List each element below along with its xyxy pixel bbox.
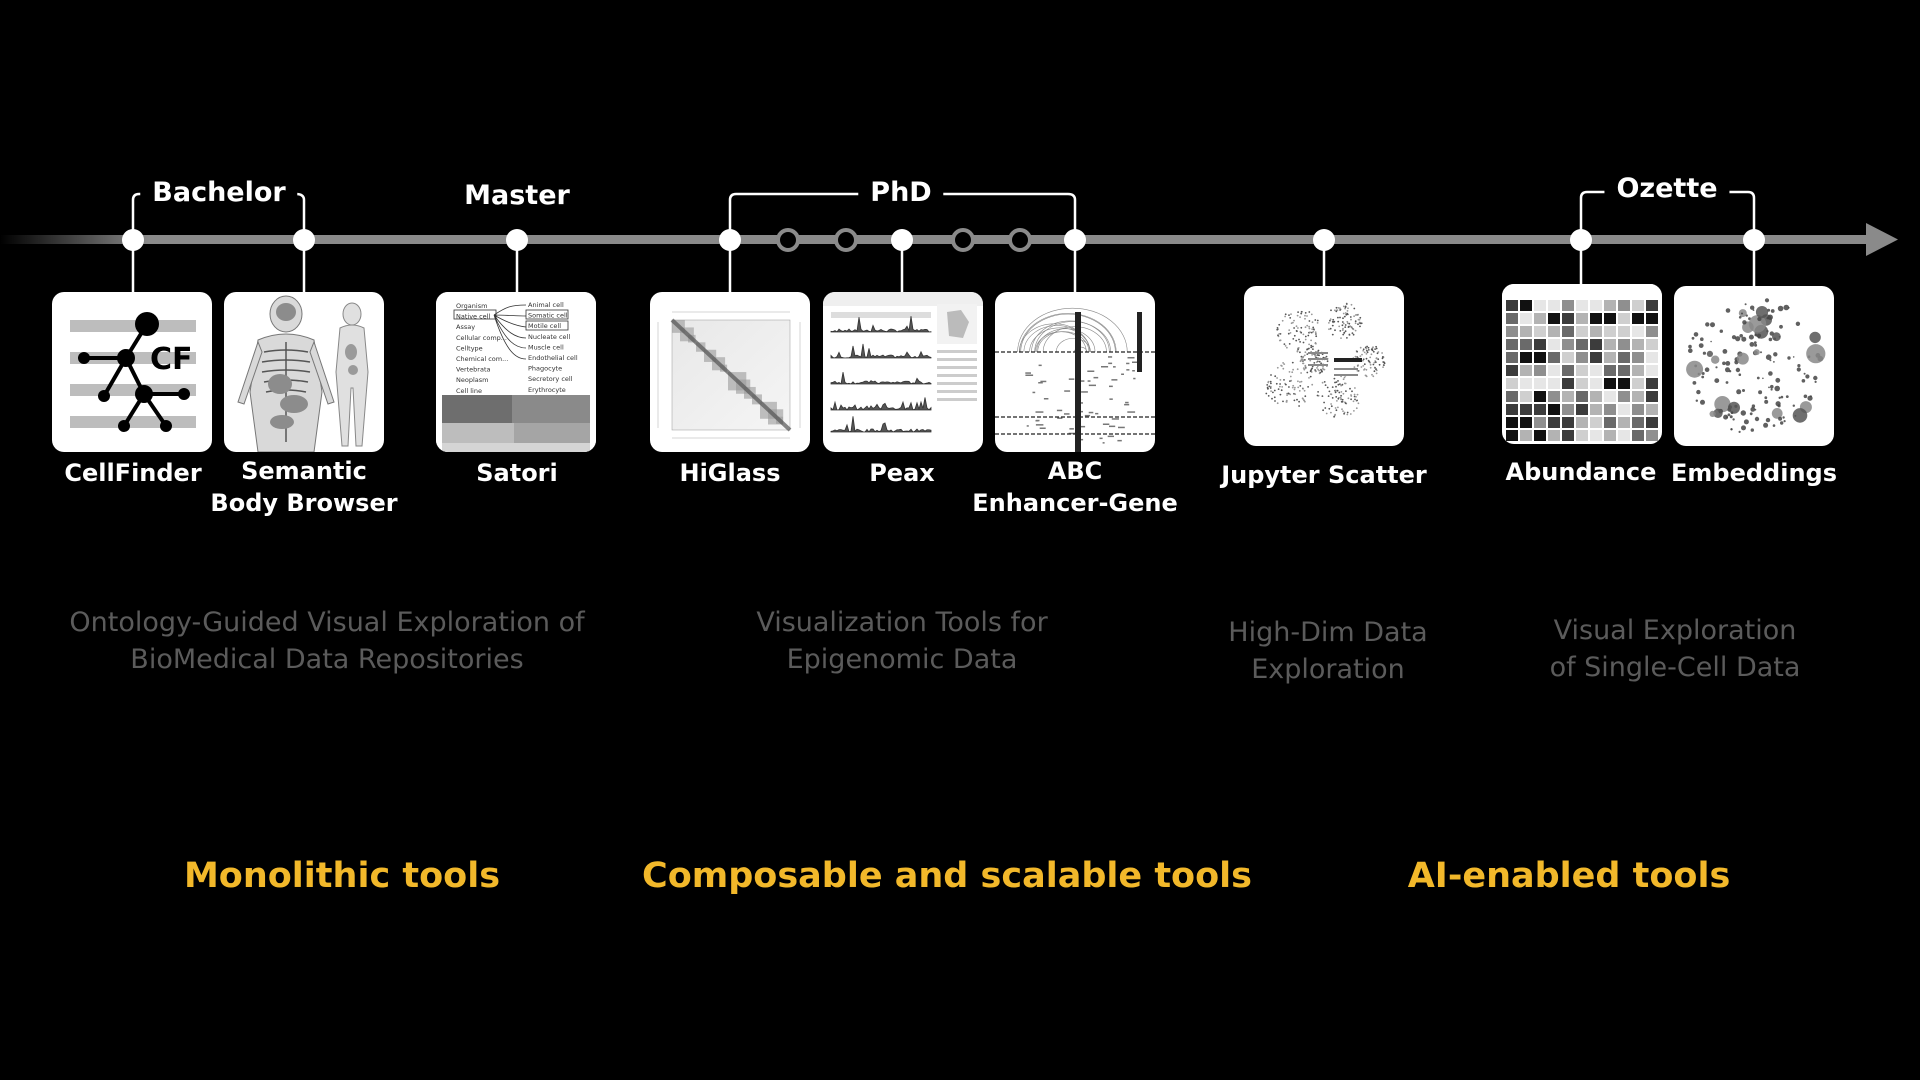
higlass-thumbnail[interactable] bbox=[650, 292, 810, 452]
satori-term: Neoplasm bbox=[456, 376, 488, 384]
satori-term: Assay bbox=[456, 323, 475, 331]
milestone-dot bbox=[1743, 229, 1765, 251]
cellfinder-thumbnail[interactable]: CF bbox=[52, 292, 212, 452]
category-ai: AI-enabled tools bbox=[1408, 856, 1731, 896]
satori-term: Secretory cell bbox=[528, 375, 573, 383]
category-composable: Composable and scalable tools bbox=[642, 856, 1252, 896]
peax-tracks-screenshot bbox=[823, 292, 983, 452]
milestone-dot bbox=[891, 229, 913, 251]
embedding-bubbles-screenshot bbox=[1674, 286, 1834, 446]
satori-term: Endothelial cell bbox=[528, 354, 578, 362]
satori-term: Phagocyte bbox=[528, 365, 562, 373]
peax-thumbnail[interactable] bbox=[823, 292, 983, 452]
milestone-dot bbox=[293, 229, 315, 251]
category-monolithic: Monolithic tools bbox=[184, 856, 500, 896]
satori-term: Vertebrata bbox=[456, 366, 490, 374]
abundance-heatmap-screenshot bbox=[1502, 284, 1662, 444]
scatter-embedding-screenshot bbox=[1244, 286, 1404, 446]
milestone-dot bbox=[1570, 229, 1592, 251]
milestone-dot bbox=[719, 229, 741, 251]
abc-arcs-screenshot bbox=[995, 292, 1155, 452]
satori-term: Celltype bbox=[456, 344, 483, 352]
jupyter-scatter-thumbnail[interactable] bbox=[1244, 286, 1404, 446]
abc-enhancer-gene-thumbnail[interactable] bbox=[995, 292, 1155, 452]
satori-term: Erythrocyte bbox=[528, 386, 566, 394]
satori-term: Cellular comp... bbox=[456, 334, 507, 342]
milestone-dot bbox=[1064, 229, 1086, 251]
anatomy-illustration-icon bbox=[224, 292, 384, 452]
satori-term: Organism bbox=[456, 302, 487, 310]
tool-label-jupyter-scatter: Jupyter Scatter bbox=[1194, 459, 1454, 491]
satori-term: Animal cell bbox=[528, 301, 564, 309]
svg-text:CF: CF bbox=[150, 342, 193, 377]
milestone-dot bbox=[122, 229, 144, 251]
timeline-arrowhead bbox=[1866, 223, 1898, 256]
cellfinder-logo-icon: CF bbox=[52, 292, 212, 452]
minor-milestone-dot bbox=[1010, 230, 1030, 250]
abundance-thumbnail[interactable] bbox=[1502, 284, 1662, 444]
satori-term: Muscle cell bbox=[528, 343, 564, 351]
satori-term: Cell line bbox=[456, 387, 482, 395]
semantic-body-browser-thumbnail[interactable] bbox=[224, 292, 384, 452]
period-ozette: Ozette bbox=[1604, 173, 1729, 204]
period-master: Master bbox=[452, 180, 582, 211]
tool-label-embeddings: Embeddings bbox=[1624, 457, 1884, 489]
satori-term: Chemical com... bbox=[456, 355, 508, 363]
satori-term: Nucleate cell bbox=[528, 333, 570, 341]
milestone-dot bbox=[506, 229, 528, 251]
hic-heatmap-screenshot bbox=[650, 292, 810, 452]
minor-milestone-dot bbox=[836, 230, 856, 250]
satori-term: Somatic cell bbox=[528, 312, 568, 320]
satori-term: Motile cell bbox=[528, 322, 561, 330]
minor-milestone-dot bbox=[953, 230, 973, 250]
embeddings-thumbnail[interactable] bbox=[1674, 286, 1834, 446]
milestone-dot bbox=[1313, 229, 1335, 251]
period-phd: PhD bbox=[858, 177, 943, 208]
period-bachelor: Bachelor bbox=[140, 177, 297, 208]
minor-milestone-dot bbox=[778, 230, 798, 250]
